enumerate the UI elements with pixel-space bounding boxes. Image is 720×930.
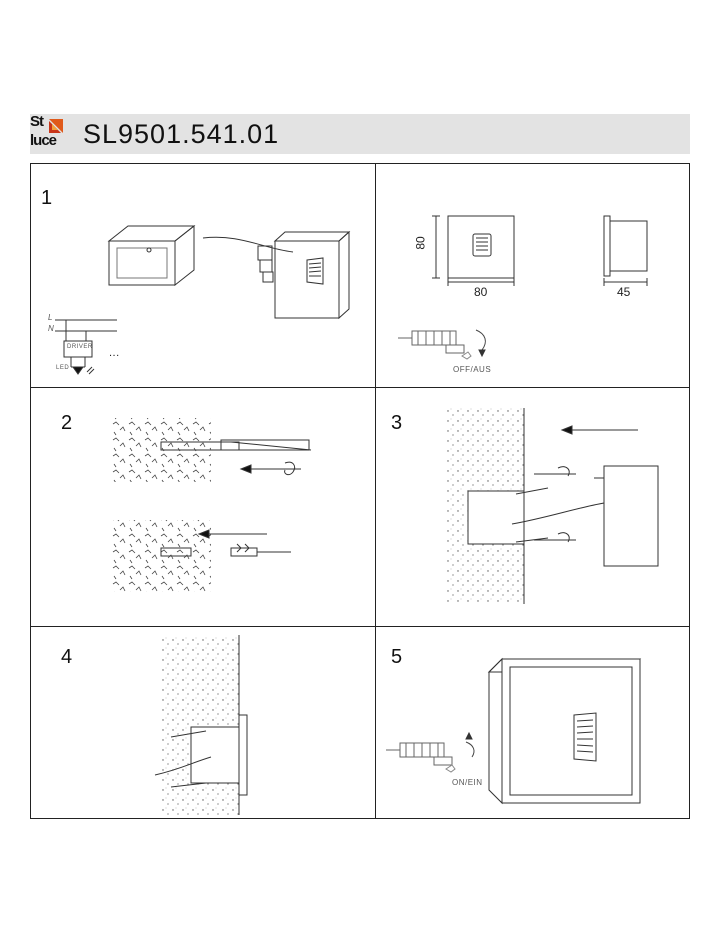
header-bar: St luce SL9501.541.01 [30,114,690,154]
brand-logo: St luce [30,113,72,152]
panel-step-4: 4 [31,627,375,820]
depth-dimension: 45 [617,285,631,299]
step-number: 1 [41,187,53,209]
on-label: ON/EIN [452,778,483,787]
driver-label: DRIVER [67,344,93,350]
step-number: 5 [391,646,403,668]
fix-screws-illustration [154,635,248,815]
product-code: SL9501.541.01 [83,119,280,149]
height-dimension: 80 [413,236,428,250]
logo-text-top: St [30,113,44,130]
more-indicator: ... [109,347,120,359]
wire-line-label: L [48,313,53,322]
width-dimension: 80 [474,285,488,299]
step-number: 3 [391,412,403,434]
logo-mark-icon [49,119,63,133]
grid-divider-vertical [375,164,376,818]
step-number: 4 [61,646,73,668]
panel-step-2: 2 [31,388,375,626]
grid-divider-row1 [31,387,689,388]
panel-step-3: 3 [376,388,690,626]
panel-step-1: 1 [31,164,375,387]
off-label: OFF/AUS [453,365,492,374]
instruction-grid: 1 [30,163,690,819]
wire-neutral-label: N [48,324,55,333]
install-box-illustration [446,408,659,604]
finished-lamp-illustration [386,657,642,805]
step-number: 2 [61,412,73,434]
led-label: LED [56,365,70,371]
grid-divider-row2 [31,626,689,627]
panel-dimensions: 80 80 45 OFF/AUS [376,164,690,387]
panel-step-5: 5 [376,627,690,820]
logo-text-bottom: luce [30,132,57,149]
dimension-drawing [398,215,648,360]
drilling-and-anchor-illustration [111,418,312,592]
mounting-box-and-lamp-illustration [55,224,351,375]
